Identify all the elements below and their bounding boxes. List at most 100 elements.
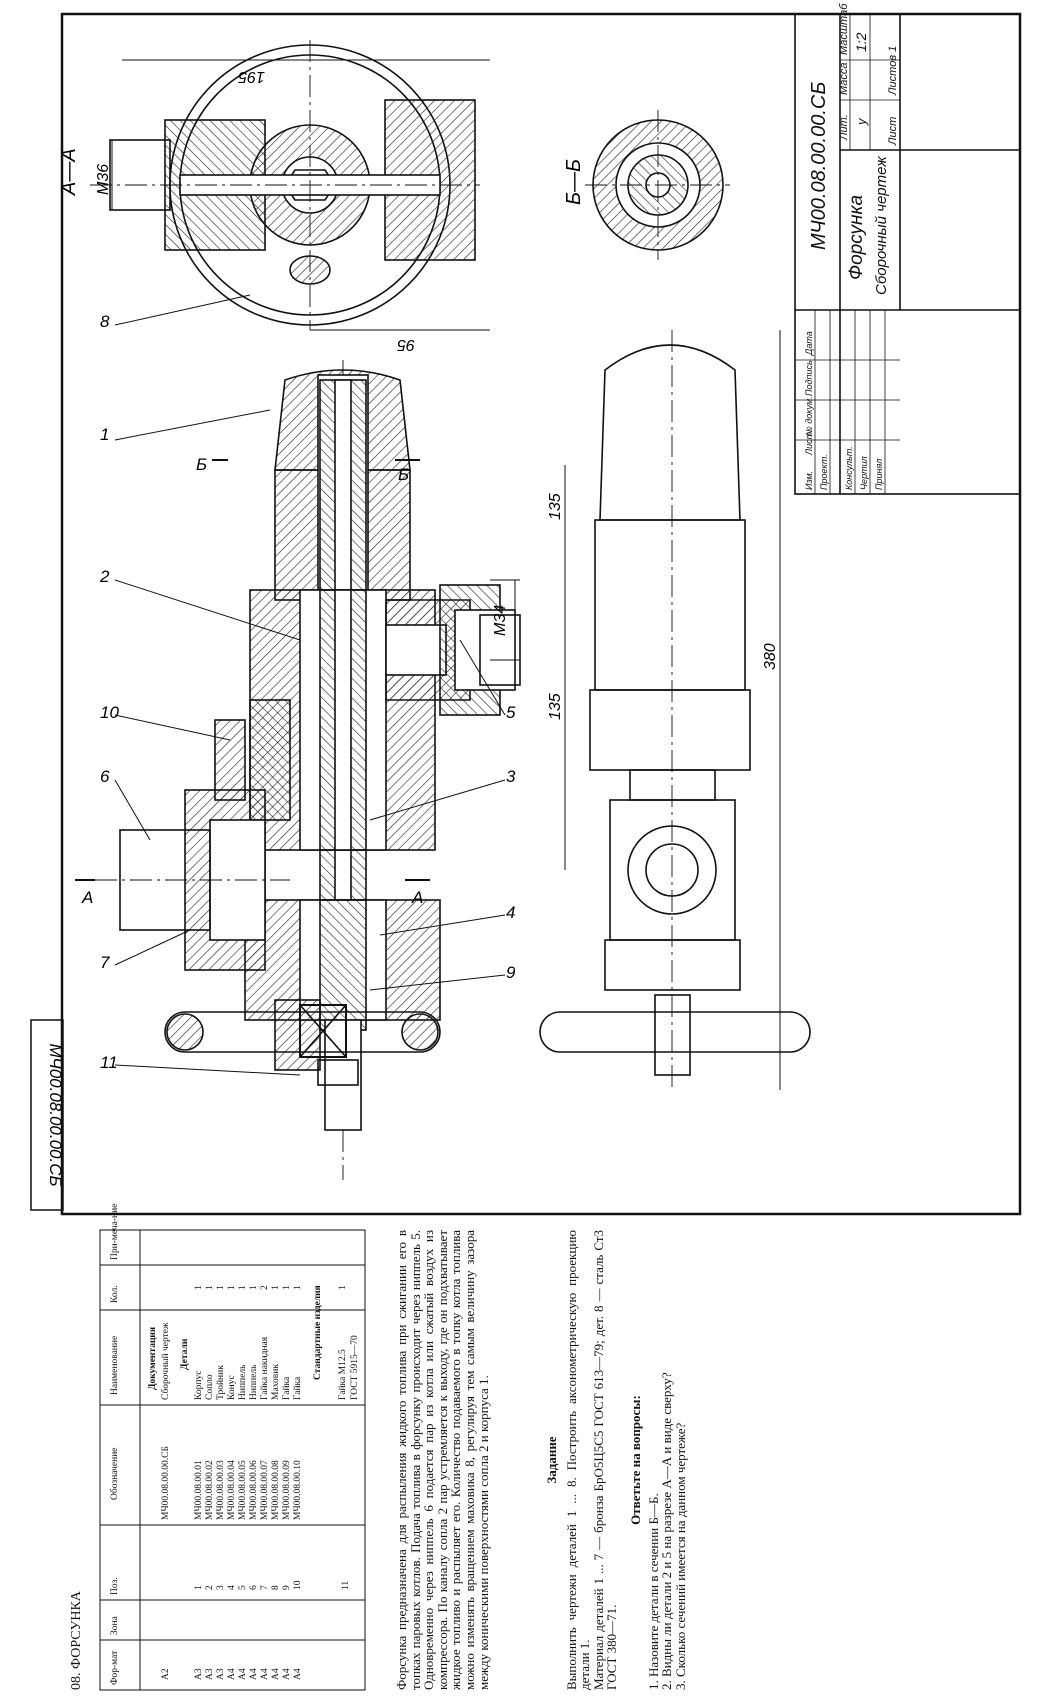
svg-text:А4: А4 <box>271 1668 281 1680</box>
svg-text:5: 5 <box>506 703 516 722</box>
position-leaders: 1 2 3 4 5 6 7 8 9 10 11 <box>99 294 516 1076</box>
svg-text:А4: А4 <box>293 1668 303 1680</box>
svg-text:Принял: Принял <box>874 459 884 490</box>
drawing-frame <box>60 12 1022 1216</box>
question-2: 2. Видны ли детали 2 и 5 на разрезе А—А … <box>659 1372 675 1690</box>
questions-heading: Ответьте на вопросы: <box>627 1395 643 1525</box>
svg-text:1: 1 <box>194 1285 204 1290</box>
svg-text:195: 195 <box>238 68 265 85</box>
svg-text:6: 6 <box>100 767 110 786</box>
svg-text:Гайка: Гайка <box>292 1376 303 1400</box>
svg-text:Конус: Конус <box>227 1375 237 1400</box>
svg-text:МЧ00.08.00.05: МЧ00.08.00.05 <box>238 1460 248 1520</box>
svg-text:Масштаб: Масштаб <box>838 3 850 55</box>
svg-text:Подпись: Подпись <box>804 360 814 396</box>
svg-text:7: 7 <box>100 953 110 972</box>
svg-text:МЧ00.08.00.00.СБ: МЧ00.08.00.00.СБ <box>161 1446 171 1520</box>
svg-text:95: 95 <box>397 336 415 353</box>
svg-text:Ниппель: Ниппель <box>238 1364 248 1400</box>
text-page: 08. ФОРСУНКА Фор-мат Зона Поз. Обозначен… <box>69 1204 366 1691</box>
section-bb-label: Б—Б <box>563 159 585 205</box>
svg-text:135: 135 <box>547 693 564 720</box>
svg-text:Лит.: Лит. <box>838 114 850 141</box>
svg-text:МЧ00.08.00.08: МЧ00.08.00.08 <box>271 1460 281 1520</box>
svg-text:Стандартные изделия: Стандартные изделия <box>313 1285 323 1380</box>
svg-text:Изм.: Изм. <box>804 471 814 490</box>
spec-table <box>99 1229 366 1691</box>
svg-text:1: 1 <box>338 1285 348 1290</box>
svg-text:4: 4 <box>506 903 515 922</box>
svg-text:1: 1 <box>194 1585 204 1590</box>
svg-text:МЧ00.08.00.04: МЧ00.08.00.04 <box>227 1460 237 1520</box>
svg-text:А4: А4 <box>260 1668 270 1680</box>
section-bb-view <box>585 110 730 260</box>
title-subname: Сборочный чертеж <box>873 156 890 295</box>
section-aa-label: А—А <box>58 148 80 196</box>
title-block-text: МЧ00.08.00.00.СБ Форсунка Сборочный черт… <box>804 3 899 490</box>
svg-text:Фор-мат: Фор-мат <box>110 1650 120 1685</box>
spec-table-text: Фор-мат Зона Поз. Обозначение Наименован… <box>109 1204 360 1685</box>
svg-text:М36: М36 <box>95 164 112 195</box>
svg-text:1: 1 <box>205 1285 215 1290</box>
svg-text:1: 1 <box>227 1285 237 1290</box>
svg-text:1: 1 <box>249 1285 259 1290</box>
svg-text:6: 6 <box>249 1585 259 1590</box>
svg-text:380: 380 <box>762 643 779 670</box>
svg-text:Кол.: Кол. <box>110 1285 120 1303</box>
svg-text:Дата: Дата <box>804 331 814 356</box>
svg-text:10: 10 <box>100 703 119 722</box>
svg-text:А4: А4 <box>249 1668 259 1680</box>
svg-text:МЧ00.08.00.09: МЧ00.08.00.09 <box>282 1460 292 1520</box>
svg-text:Детали: Детали <box>180 1338 190 1370</box>
dimension-lines-aa: 195 95 М36 <box>95 59 490 353</box>
svg-text:При-меча-ние: При-меча-ние <box>110 1204 120 1260</box>
description-text: Форсунка предназначена для распыления жи… <box>394 1230 491 1690</box>
svg-text:А: А <box>81 888 93 907</box>
svg-text:МЧ00.08.00.07: МЧ00.08.00.07 <box>260 1460 270 1520</box>
svg-text:МЧ00.08.00.06: МЧ00.08.00.06 <box>249 1460 259 1520</box>
svg-text:ГОСТ 5915—70: ГОСТ 5915—70 <box>350 1335 360 1400</box>
svg-text:1: 1 <box>293 1285 303 1290</box>
section-markers: А А Б Б <box>75 455 430 907</box>
main-section-view <box>95 360 521 1180</box>
svg-text:4: 4 <box>227 1585 237 1590</box>
svg-text:А: А <box>411 888 423 907</box>
svg-text:Лист: Лист <box>804 431 814 456</box>
svg-text:А3: А3 <box>194 1668 204 1680</box>
svg-text:А4: А4 <box>282 1668 292 1680</box>
svg-text:9: 9 <box>506 963 516 982</box>
top-view <box>539 330 811 1090</box>
svg-text:1: 1 <box>216 1285 226 1290</box>
svg-text:11: 11 <box>100 1053 118 1072</box>
corner-code-box <box>30 1019 64 1211</box>
svg-text:Лист: Лист <box>887 117 899 146</box>
corner-code: МЧ00.08.00.00.СБ <box>46 1043 65 1186</box>
svg-text:А4: А4 <box>227 1668 237 1680</box>
svg-text:3: 3 <box>216 1585 226 1590</box>
task-block: Задание Выполнить чертежи деталей 1 ... … <box>544 1230 745 1690</box>
title-name: Форсунка <box>846 195 867 280</box>
detail-rows: А3 1 МЧ00.08.00.01 Корпус 1 А3 2 МЧ00.08… <box>194 1285 303 1680</box>
svg-text:3: 3 <box>506 767 516 786</box>
svg-text:9: 9 <box>282 1585 292 1590</box>
svg-text:№ докум.: № докум. <box>804 396 814 436</box>
svg-text:1: 1 <box>238 1285 248 1290</box>
dimension-lines-main: М34 135 135 380 <box>490 330 781 1090</box>
question-3: 3. Сколько сечений имеется на данном чер… <box>672 1422 688 1690</box>
svg-text:8: 8 <box>271 1585 281 1590</box>
svg-text:Обозначение: Обозначение <box>109 1448 120 1501</box>
svg-text:Документация: Документация <box>148 1327 158 1390</box>
task-heading: Задание <box>544 1436 559 1484</box>
svg-text:А3: А3 <box>205 1668 215 1680</box>
svg-text:Чертил: Чертил <box>859 456 869 490</box>
title-block <box>794 13 1021 495</box>
svg-text:М34: М34 <box>492 605 509 636</box>
svg-text:МЧ00.08.00.03: МЧ00.08.00.03 <box>216 1460 226 1520</box>
svg-text:11: 11 <box>341 1581 351 1590</box>
svg-text:А4: А4 <box>238 1668 248 1680</box>
svg-text:А3: А3 <box>216 1668 226 1680</box>
svg-text:Б: Б <box>398 465 409 484</box>
svg-text:135: 135 <box>547 493 564 520</box>
svg-text:Тройник: Тройник <box>215 1365 226 1400</box>
